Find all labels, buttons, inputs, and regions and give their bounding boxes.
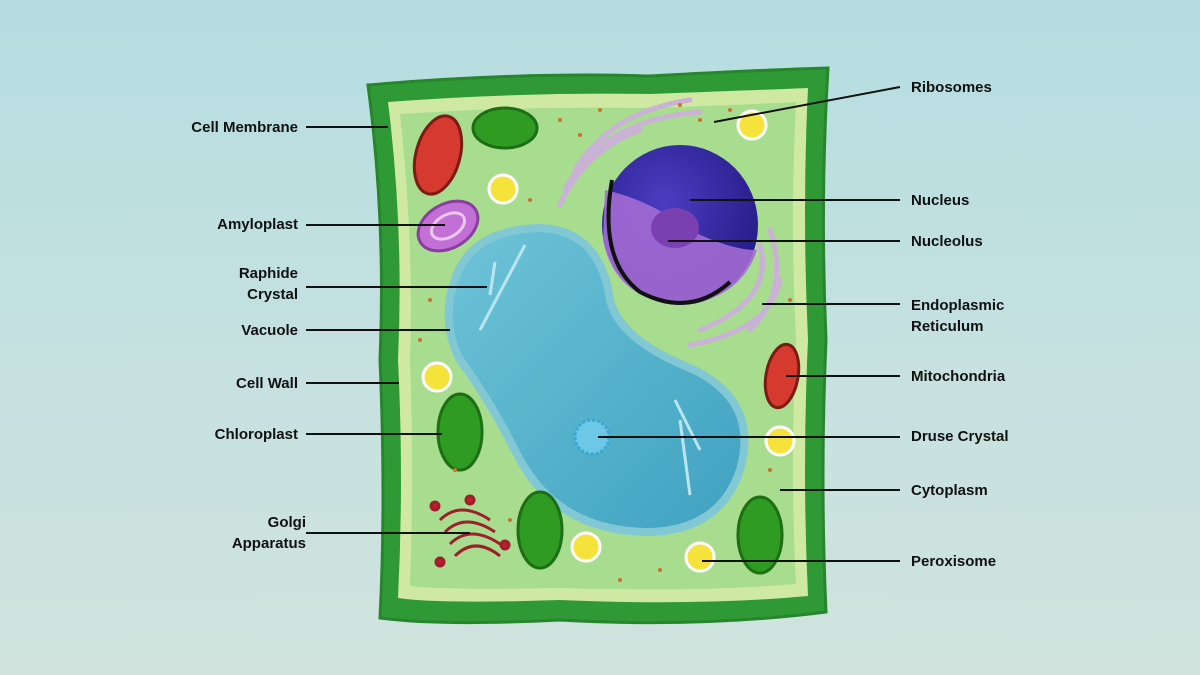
label-endoplasmic-reticulum: Endoplasmic Reticulum — [911, 297, 1005, 335]
amyloplast — [416, 199, 480, 253]
golgi-apparatus — [429, 494, 511, 568]
label-cell-membrane: Cell Membrane — [191, 119, 298, 136]
label-nucleolus: Nucleolus — [911, 233, 983, 250]
ribosomes — [418, 103, 792, 582]
label-cell-wall: Cell Wall — [236, 375, 298, 392]
peroxisomes — [421, 109, 796, 573]
label-mitochondria: Mitochondria — [911, 368, 1006, 385]
label-peroxisome: Peroxisome — [911, 553, 997, 570]
label-cytoplasm: Cytoplasm — [911, 482, 988, 499]
label-chloroplast: Chloroplast — [214, 426, 298, 443]
vacuole — [444, 223, 749, 537]
label-amyloplast: Amyloplast — [217, 216, 298, 233]
label-raphide-crystal: Raphide Crystal — [238, 265, 298, 303]
nucleus — [602, 145, 758, 305]
label-ribosomes: Ribosomes — [911, 79, 992, 96]
endoplasmic-reticulum — [557, 97, 783, 348]
label-druse-crystal: Druse Crystal — [911, 428, 1009, 445]
mitochondria — [412, 114, 801, 410]
label-vacuole: Vacuole — [241, 322, 298, 339]
raphide-crystal — [478, 244, 702, 496]
chloroplasts — [436, 106, 784, 575]
label-nucleus: Nucleus — [911, 192, 970, 209]
label-golgi-apparatus: Golgi Apparatus — [231, 514, 306, 552]
label-leader-lines — [306, 86, 901, 562]
